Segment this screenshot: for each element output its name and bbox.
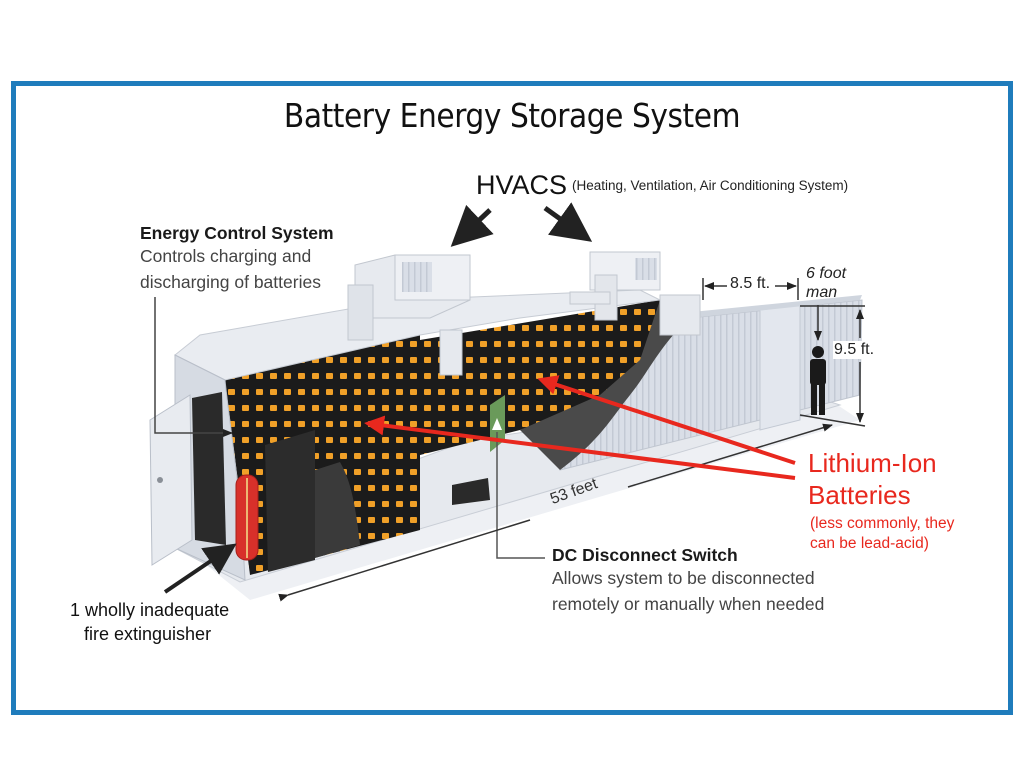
container-door (149, 394, 193, 566)
length-dimension-right (627, 423, 833, 488)
dc-disconnect-desc-1: Allows system to be disconnected (552, 568, 815, 588)
width-dimension-label: 8.5 ft. (730, 275, 771, 292)
batteries-label-line-2: Batteries (808, 480, 911, 510)
man-label-line-2: man (806, 284, 838, 301)
hvacs-arrow-right (543, 202, 593, 242)
batteries-note-line-1: (less commonly, they (810, 515, 955, 532)
rack-partition-curve (315, 462, 360, 558)
length-dimension-left (278, 519, 531, 602)
energy-control-system-desc-1: Controls charging and (140, 246, 312, 266)
fire-extinguisher-label-1: 1 wholly inadequate (70, 600, 230, 620)
battery-arrow-front (364, 415, 796, 480)
hvac-unit-left (347, 254, 471, 376)
battery-arrow-back (537, 375, 796, 465)
man-silhouette-icon (810, 346, 826, 415)
batteries-label-line-1: Lithium-Ion (808, 448, 937, 478)
height-dimension-label: 9.5 ft. (833, 341, 876, 359)
rack-partition (265, 430, 315, 572)
hvacs-arrow-left (450, 204, 494, 247)
extinguisher-arrow (163, 543, 237, 594)
door-opening (192, 392, 226, 545)
dc-switch-base (452, 478, 490, 505)
hvacs-description: (Heating, Ventilation, Air Conditioning … (572, 178, 849, 193)
fire-extinguisher-label-2: fire extinguisher (84, 624, 212, 644)
batteries-note-line-2: can be lead-acid) (810, 535, 929, 552)
container-end-wall (759, 304, 801, 431)
dc-leader-line (496, 432, 545, 559)
man-label-line-1: 6 foot (806, 265, 847, 282)
ground-shadow (200, 400, 860, 600)
hvacs-label: HVACS (476, 170, 568, 200)
energy-control-system-title: Energy Control System (140, 223, 334, 243)
container-top-edge (690, 295, 862, 318)
energy-control-system-desc-2: discharging of batteries (140, 272, 321, 292)
page-title: Battery Energy Storage System (283, 96, 741, 135)
dc-disconnect-desc-2: remotely or manually when needed (552, 594, 825, 614)
dc-disconnect-title: DC Disconnect Switch (552, 545, 738, 565)
ecs-leader-line (154, 297, 233, 437)
hvac-unit-right (569, 251, 701, 336)
